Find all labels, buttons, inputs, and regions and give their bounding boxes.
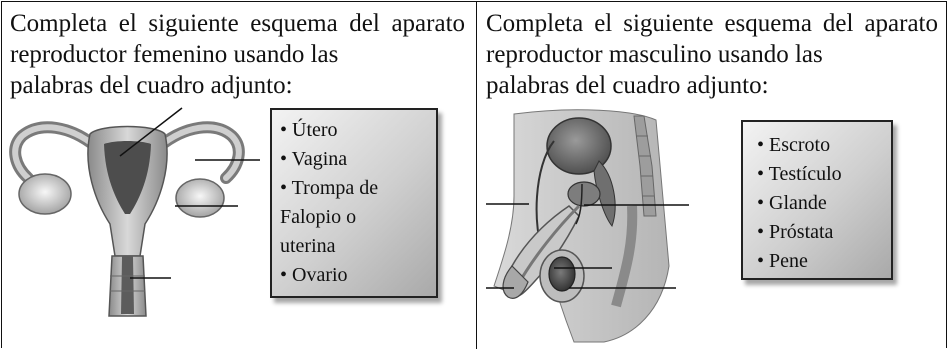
prostate — [567, 181, 601, 207]
male-instruction-line-2: aparato reproductor masculino usando las — [486, 10, 938, 68]
bladder — [546, 117, 612, 175]
female-word-item: • Vagina — [280, 148, 348, 170]
male-instruction-line-3: palabras del cuadro adjunto: — [486, 72, 769, 99]
female-word-item: Falopio o — [280, 206, 357, 228]
right-ovary — [175, 178, 225, 218]
male-word-item: • Escroto — [757, 134, 831, 156]
male-word-item: • Próstata — [757, 221, 834, 243]
column-divider — [476, 1, 477, 349]
female-instruction-line-1: Completa el siguiente esquema del — [10, 10, 380, 37]
male-instruction-line-1: Completa el siguiente esquema del — [486, 10, 854, 37]
glans — [502, 265, 529, 299]
male-word-box: • Escroto • Testículo • Glande • Próstat… — [741, 120, 893, 280]
testicle — [548, 256, 576, 292]
female-reproductive-diagram — [9, 107, 260, 317]
label-line-1 — [119, 107, 183, 157]
male-reproductive-diagram — [486, 109, 689, 343]
male-word-item: • Testículo — [757, 163, 842, 185]
female-instruction-line-2: aparato reproductor femenino usando las — [10, 10, 466, 68]
female-word-item: uterina — [280, 235, 336, 257]
female-word-item: • Útero — [280, 119, 338, 141]
male-instructions: Completa el siguiente esquema del aparat… — [486, 8, 938, 101]
male-word-item: • Pene — [757, 250, 808, 272]
female-word-box: • Útero • Vagina • Trompa de Falopio o u… — [270, 108, 438, 298]
female-word-item: • Trompa de — [280, 177, 379, 199]
left-ovary — [18, 173, 72, 215]
male-word-item: • Glande — [757, 192, 827, 214]
female-instructions: Completa el siguiente esquema del aparat… — [10, 8, 465, 101]
female-instruction-line-3: palabras del cuadro adjunto: — [10, 72, 293, 99]
female-word-item: • Ovario — [280, 264, 348, 286]
